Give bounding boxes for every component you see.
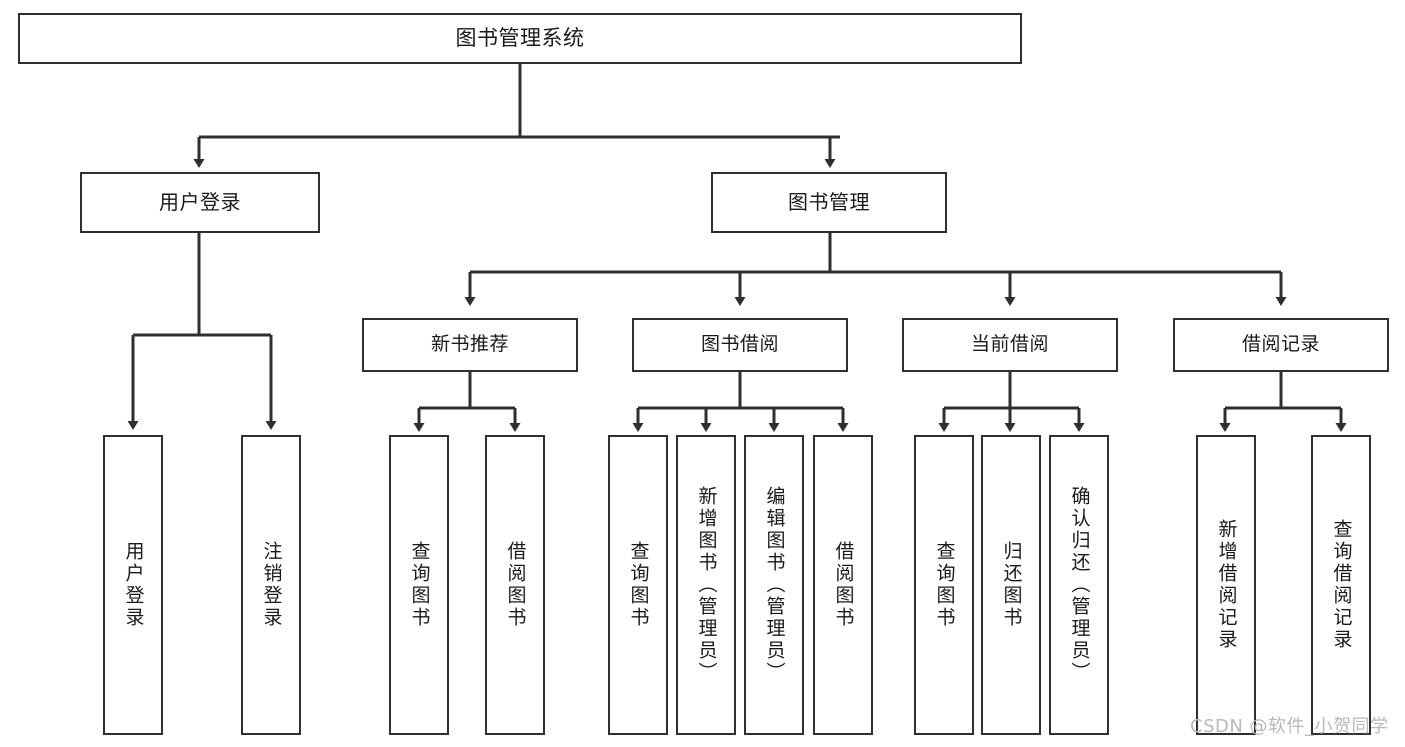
node-leaf-return-book[interactable]: 归还图书 [981, 435, 1041, 735]
node-borrow-record-label: 借阅记录 [1241, 333, 1320, 356]
node-leaf-logout-login[interactable]: 注销登录 [241, 435, 301, 735]
node-root-label: 图书管理系统 [455, 26, 585, 51]
node-current-borrow[interactable]: 当前借阅 [902, 318, 1118, 372]
node-leaf-borrow-book-2[interactable]: 借阅图书 [813, 435, 873, 735]
node-leaf-query-record[interactable]: 查询借阅记录 [1311, 435, 1371, 735]
node-leaf-logout-login-label: 注销登录 [260, 541, 283, 629]
node-user-login[interactable]: 用户登录 [80, 172, 320, 233]
watermark-text: CSDN @软件_小贺同学 [1190, 716, 1389, 737]
node-leaf-query-book-3-label: 查询图书 [933, 541, 956, 629]
node-leaf-edit-book-label: 编辑图书（管理员） [763, 486, 786, 684]
node-leaf-query-book-2[interactable]: 查询图书 [608, 435, 668, 735]
node-book-borrow-label: 图书借阅 [700, 333, 779, 356]
node-leaf-query-book-1-label: 查询图书 [408, 541, 431, 629]
node-user-login-label: 用户登录 [159, 190, 241, 214]
node-leaf-add-book-label: 新增图书（管理员） [695, 486, 718, 684]
node-leaf-edit-book[interactable]: 编辑图书（管理员） [744, 435, 804, 735]
node-new-book-recommend[interactable]: 新书推荐 [362, 318, 578, 372]
node-leaf-user-login[interactable]: 用户登录 [103, 435, 163, 735]
node-leaf-return-book-label: 归还图书 [1000, 541, 1023, 629]
node-leaf-add-record-label: 新增借阅记录 [1215, 519, 1238, 651]
node-root[interactable]: 图书管理系统 [18, 13, 1022, 64]
node-book-borrow[interactable]: 图书借阅 [632, 318, 848, 372]
node-leaf-user-login-label: 用户登录 [122, 541, 145, 629]
node-leaf-borrow-book-1[interactable]: 借阅图书 [485, 435, 545, 735]
node-leaf-confirm-return[interactable]: 确认归还（管理员） [1049, 435, 1109, 735]
node-leaf-borrow-book-1-label: 借阅图书 [504, 541, 527, 629]
node-current-borrow-label: 当前借阅 [970, 333, 1049, 356]
node-leaf-query-book-2-label: 查询图书 [627, 541, 650, 629]
node-leaf-confirm-return-label: 确认归还（管理员） [1068, 486, 1091, 684]
node-leaf-query-book-1[interactable]: 查询图书 [389, 435, 449, 735]
node-leaf-query-book-3[interactable]: 查询图书 [914, 435, 974, 735]
node-new-book-recommend-label: 新书推荐 [430, 333, 509, 356]
node-leaf-query-record-label: 查询借阅记录 [1330, 519, 1353, 651]
node-leaf-add-record[interactable]: 新增借阅记录 [1196, 435, 1256, 735]
node-leaf-add-book[interactable]: 新增图书（管理员） [676, 435, 736, 735]
node-leaf-borrow-book-2-label: 借阅图书 [832, 541, 855, 629]
node-borrow-record[interactable]: 借阅记录 [1173, 318, 1389, 372]
node-book-manage-label: 图书管理 [788, 190, 870, 214]
node-book-manage[interactable]: 图书管理 [711, 172, 947, 233]
